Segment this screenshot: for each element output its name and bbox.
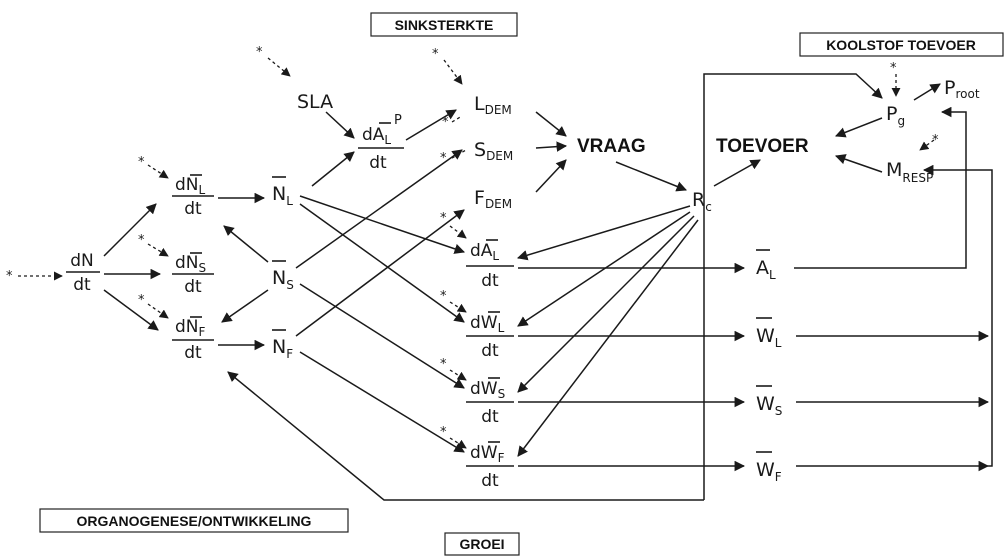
svg-text:P: P [394,113,402,128]
dws-dt-node: * dWS dt [440,357,514,427]
sdem-node: * SDEM [440,139,513,166]
al-node: AL [756,249,776,282]
dwf-dt-node: * dWF dt [440,425,514,491]
nf-node: NF [272,329,293,361]
svg-text:*: * [440,151,447,166]
svg-text:dt: dt [481,271,499,291]
koolstof-toevoer-label: KOOLSTOF TOEVOER [826,37,976,53]
proot-node: Proot [944,77,980,101]
svg-text:WF: WF [756,459,782,484]
svg-text:dt: dt [481,341,499,361]
dal-dt-node: * dAL dt [440,211,514,291]
svg-text:*: * [440,211,447,226]
svg-text:*: * [138,233,145,248]
nl-node: NL [272,176,293,208]
svg-text:dt: dt [73,275,91,295]
svg-text:AL: AL [756,257,776,282]
svg-text:Proot: Proot [944,77,980,101]
mresp-node: * MRESP [886,133,939,185]
toevoer-label: TOEVOER [716,136,809,157]
dwl-dt-node: * dWL dt [440,289,514,361]
svg-text:*: * [440,425,447,440]
svg-text:NF: NF [272,336,293,361]
svg-text:*: * [440,357,447,372]
svg-text:dWS: dWS [470,379,505,401]
svg-text:*: * [440,289,447,304]
svg-text:*: * [138,155,145,170]
koolstof-toevoer-box: KOOLSTOF TOEVOER [799,32,1004,57]
svg-text:SLA: SLA [297,91,333,113]
svg-text:*: * [256,45,263,60]
svg-text:*: * [432,47,439,62]
svg-text:dNF: dNF [175,317,206,339]
wl-node: WL [756,317,782,350]
svg-text:Rc: Rc [692,189,712,214]
svg-text:NL: NL [272,183,293,208]
svg-text:*: * [890,61,897,76]
svg-text:dAL: dAL [362,125,391,147]
pg-node: * Pg [886,61,905,128]
svg-text:dt: dt [369,153,387,173]
svg-text:WL: WL [756,325,782,350]
dn-dt-node: * dN dt [6,251,100,295]
ws-node: WS [756,385,782,418]
svg-text:*: * [932,133,939,148]
svg-text:dt: dt [184,199,202,219]
sinksterkte-label: SINKSTERKTE [395,17,494,33]
sinksterkte-box: SINKSTERKTE [370,12,518,37]
svg-text:*: * [138,293,145,308]
svg-text:SDEM: SDEM [474,139,513,163]
svg-text:dt: dt [481,407,499,427]
svg-text:Pg: Pg [886,103,905,128]
svg-text:dNS: dNS [175,253,206,275]
svg-text:dAL: dAL [470,241,499,263]
svg-text:FDEM: FDEM [474,187,512,211]
dalp-dt-node: dAL P dt [358,113,404,173]
svg-text:dN: dN [70,251,94,271]
vraag-label: VRAAG [577,136,646,157]
svg-text:dt: dt [184,277,202,297]
svg-text:LDEM: LDEM [474,93,512,117]
svg-text:dNL: dNL [175,175,206,197]
groei-label: GROEI [459,536,504,552]
dns-dt-node: * dNS dt [138,233,214,297]
svg-text:dt: dt [481,471,499,491]
svg-text:dWL: dWL [470,313,505,335]
dnf-dt-node: * dNF dt [138,293,214,363]
ldem-node: * * LDEM [432,47,512,130]
dnl-dt-node: * dNL dt [138,155,214,219]
star-marker: * [6,269,13,284]
svg-text:*: * [442,115,449,130]
svg-text:NS: NS [272,267,294,292]
sla-node: * SLA [256,45,333,113]
groei-box: GROEI [444,532,520,556]
organogenese-label: ORGANOGENESE/ONTWIKKELING [77,513,312,529]
ns-node: NS [272,260,294,292]
svg-text:WS: WS [756,393,782,418]
svg-text:MRESP: MRESP [886,159,933,185]
wf-node: WF [756,451,782,484]
rc-node: Rc [692,189,712,214]
fdem-node: FDEM [474,187,512,211]
svg-text:dWF: dWF [470,443,505,465]
organogenese-box: ORGANOGENESE/ONTWIKKELING [39,508,349,533]
svg-text:dt: dt [184,343,202,363]
